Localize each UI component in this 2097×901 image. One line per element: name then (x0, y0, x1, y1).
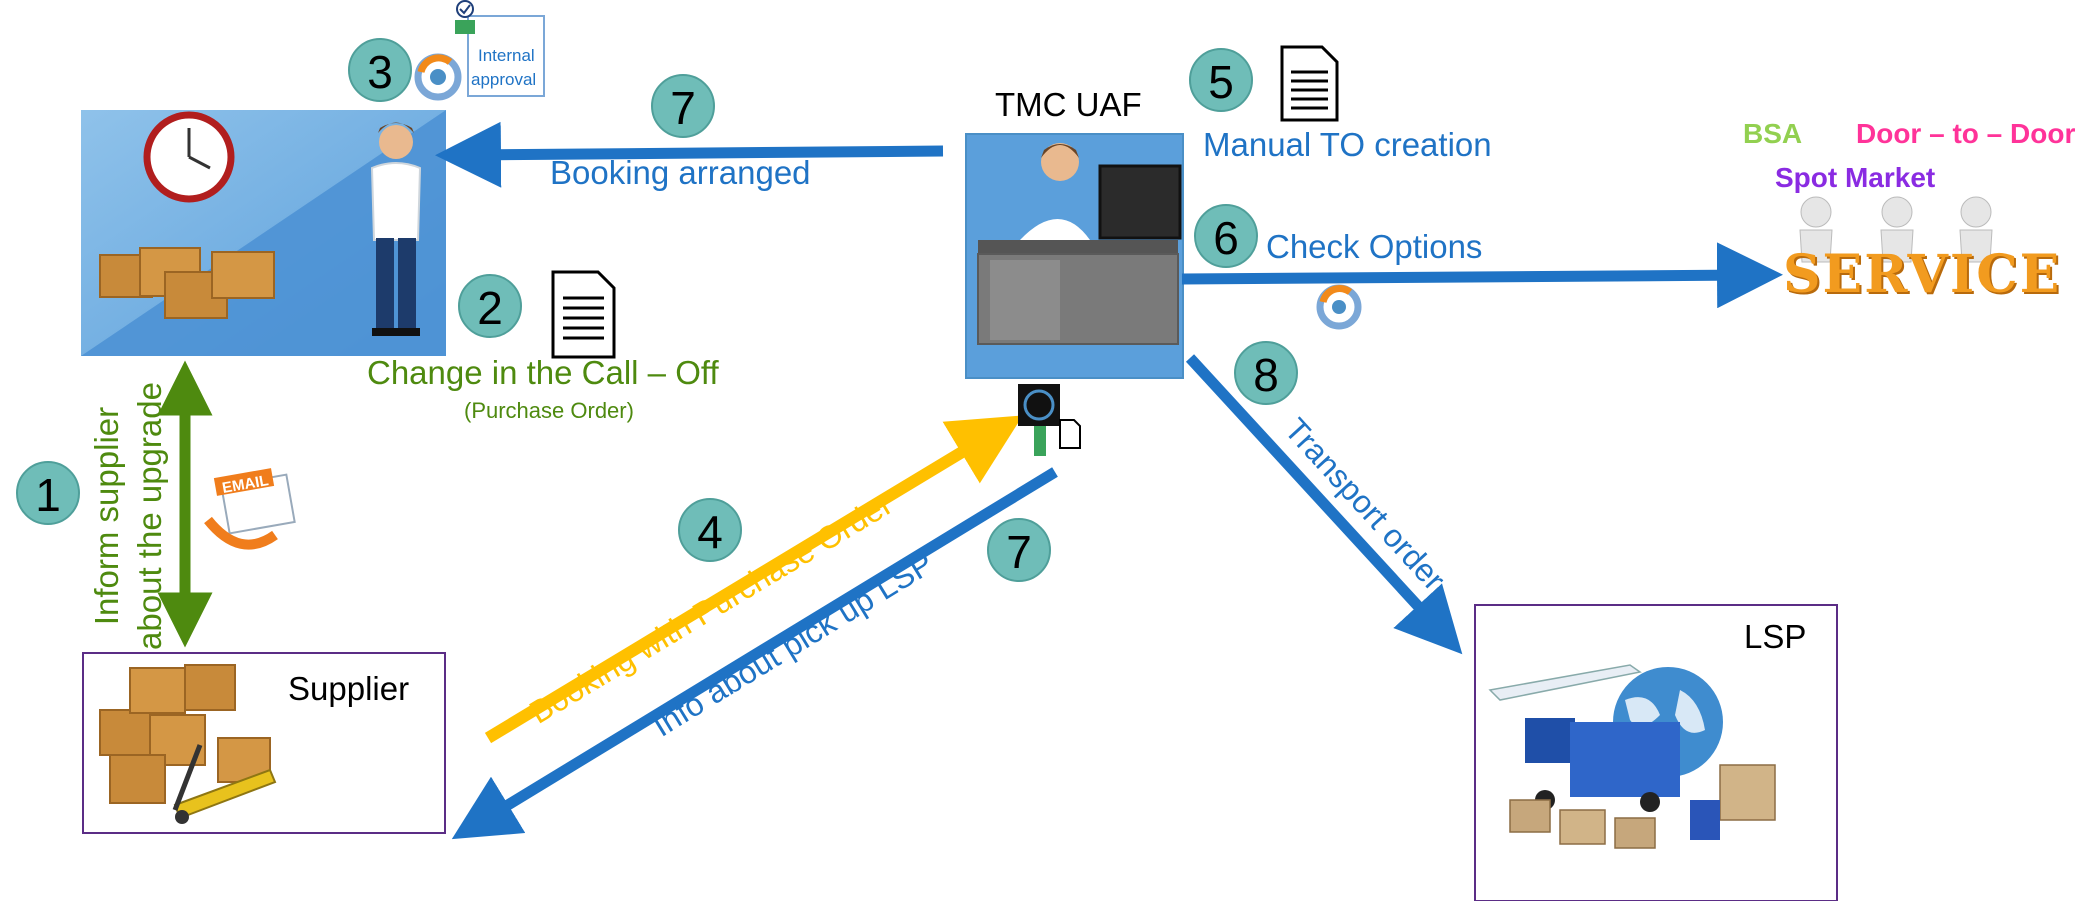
supplier-pallet-icon (99, 664, 277, 824)
step-4-badge: 4 (678, 498, 742, 562)
inform-supplier-line1: Inform supplier (88, 406, 126, 626)
boxes-icon (99, 247, 275, 319)
approval-label-line2: approval (471, 70, 537, 89)
tmc-title: TMC UAF (995, 86, 1142, 123)
service-wordart: SERVICE (1783, 244, 2062, 305)
arrow-info-pickup (451, 467, 1058, 840)
approval-label-line1: Internal (478, 46, 535, 65)
arrow-booking-arranged (435, 121, 944, 188)
clock-icon (143, 111, 235, 203)
service-option-door-to-door: Door – to – Door (1856, 118, 2076, 149)
booking-arranged-label: Booking arranged (550, 154, 811, 191)
internal-approval-icon (455, 0, 545, 97)
arrow-booking-po (484, 415, 1023, 744)
change-call-off-label: Change in the Call – Off (367, 354, 719, 391)
step-7-badge-bottom: 7 (987, 518, 1051, 582)
email-icon (204, 468, 296, 550)
step-7-badge-top: 7 (651, 74, 715, 138)
logistics-image (1488, 664, 1776, 849)
lsp-title: LSP (1744, 618, 1807, 655)
step-5-badge: 5 (1189, 48, 1253, 112)
service-option-spot-market: Spot Market (1775, 162, 1936, 193)
tmc-operator-image (965, 133, 1184, 379)
supplier-title: Supplier (288, 670, 410, 707)
document-icon-step2 (551, 270, 616, 359)
check-options-label: Check Options (1266, 228, 1483, 265)
purchase-order-sublabel: (Purchase Order) (464, 398, 634, 423)
arrow-transport-order (1185, 354, 1463, 655)
customer-warehouse-image (81, 110, 446, 356)
step-8-badge: 8 (1234, 341, 1298, 405)
step-3-badge: 3 (348, 38, 412, 102)
cycle-icon-step3 (414, 53, 462, 101)
step-1-badge: 1 (16, 461, 80, 525)
person-on-phone-icon (370, 122, 422, 336)
service-people-icon (1799, 196, 1993, 263)
analysis-icon (1018, 384, 1081, 456)
manual-to-label: Manual TO creation (1203, 126, 1492, 163)
inform-supplier-line2: about the upgrade (130, 382, 168, 650)
cycle-icon-step6 (1316, 284, 1362, 330)
document-icon-step5 (1280, 45, 1339, 122)
step-2-badge: 2 (458, 274, 522, 338)
service-option-bsa: BSA (1743, 118, 1803, 149)
step-6-badge: 6 (1194, 204, 1258, 268)
arrow-check-options (1181, 242, 1783, 309)
